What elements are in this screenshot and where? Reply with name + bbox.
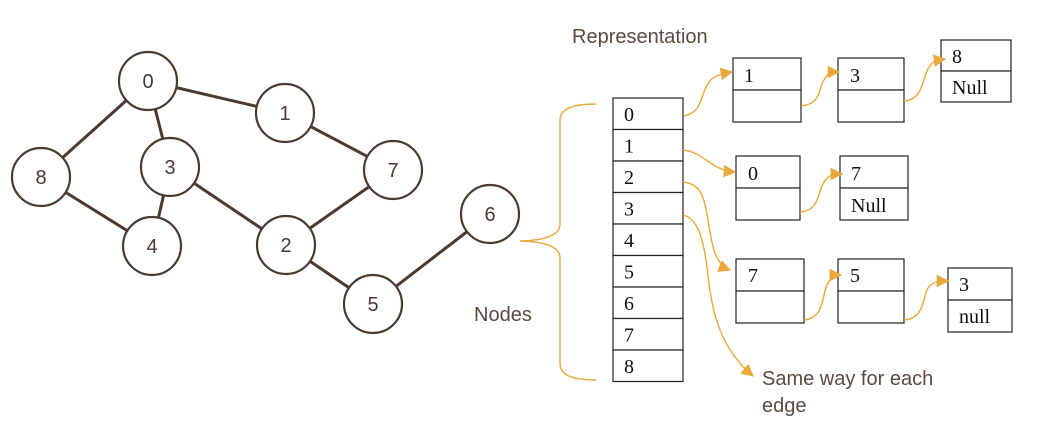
graph-node-label: 3	[164, 157, 175, 179]
list-node: 0	[735, 155, 801, 221]
pointer-arrow	[683, 67, 734, 117]
graph-node-label: 5	[367, 294, 378, 316]
array-cell: 3	[612, 191, 684, 225]
adjacency-list-row-2: 7 5 3 null	[735, 258, 1013, 333]
array-cell-label: 0	[624, 104, 634, 126]
graph-node-label: 7	[387, 160, 398, 182]
array-cell-label: 2	[624, 167, 634, 189]
graph-node-label: 6	[484, 204, 495, 226]
list-node-value: 7	[851, 163, 861, 185]
graph-node: 6	[459, 183, 521, 245]
list-node-value: 0	[748, 163, 758, 185]
pointer-arrow	[903, 274, 950, 321]
graph-node-label: 4	[146, 236, 157, 258]
graph-node: 0	[117, 50, 179, 112]
array-cell: 1	[612, 128, 684, 162]
nodes-label: Nodes	[474, 304, 532, 326]
array-cell: 7	[612, 317, 684, 351]
edge-note-line: edge	[762, 395, 807, 417]
array-cell: 4	[612, 223, 684, 257]
pointer-arrow	[800, 65, 841, 107]
array-cell-label: 7	[624, 325, 634, 347]
list-node-next: null	[959, 306, 991, 328]
graph-node-label: 0	[142, 71, 153, 93]
list-node: 1	[732, 57, 802, 123]
list-node-value: 7	[748, 265, 758, 287]
pointer-arrow	[799, 167, 844, 213]
pointer-arrow	[682, 149, 737, 178]
graph-node: 8	[10, 146, 72, 208]
array-cell: 0	[612, 97, 684, 131]
array-cell-label: 1	[624, 136, 634, 158]
array-cell: 5	[612, 254, 684, 288]
array-cell: 6	[612, 286, 684, 320]
pointer-arrow	[682, 214, 754, 377]
graph-node-label: 1	[279, 103, 290, 125]
graph-node: 7	[362, 139, 424, 201]
graph-node-label: 2	[280, 235, 291, 257]
pointer-arrows	[682, 54, 950, 377]
graph-node: 4	[121, 215, 183, 277]
array-cell-label: 5	[624, 262, 634, 284]
diagram-title: Representation	[572, 26, 708, 48]
array-cell-label: 6	[624, 293, 634, 315]
vertex-array: 0 1 2 3 4 5 6 7 8	[612, 97, 684, 383]
graph-node-label: 8	[35, 167, 46, 189]
adjacency-list-row-1: 0 7 Null	[735, 155, 909, 221]
list-node: 5	[837, 258, 905, 324]
list-node-value: 3	[850, 65, 860, 87]
nodes-brace	[519, 103, 597, 381]
list-node-next: Null	[851, 195, 887, 217]
array-cell-label: 4	[624, 230, 634, 252]
list-node-next: Null	[952, 77, 988, 99]
list-node: 3	[837, 57, 905, 123]
edge-note-line: Same way for each	[762, 368, 933, 390]
array-cell: 8	[612, 349, 684, 383]
list-node: 7	[735, 258, 805, 324]
graph-nodes: 0 1 7 8 3 6 4 2 5	[10, 50, 521, 335]
array-cell-label: 3	[624, 199, 634, 221]
list-node-value: 3	[959, 274, 969, 296]
list-node-value: 8	[952, 46, 962, 68]
list-node: 3 null	[947, 267, 1013, 333]
graph-node: 1	[254, 82, 316, 144]
list-node: 8 Null	[940, 39, 1012, 103]
list-node-value: 5	[850, 265, 860, 287]
adjacency-list-row-0: 1 3 8 Null	[732, 39, 1012, 123]
array-cell: 2	[612, 160, 684, 194]
graph-node: 3	[139, 136, 201, 198]
list-node: 7 Null	[839, 155, 909, 221]
array-cell-label: 8	[624, 356, 634, 378]
list-node-value: 1	[744, 65, 754, 87]
edge-note: Same way for each edge	[762, 368, 939, 417]
pointer-arrow	[903, 54, 947, 102]
pointer-arrow	[682, 181, 732, 272]
pointer-arrow	[803, 268, 843, 321]
graph-node: 2	[255, 214, 317, 276]
graph-node: 5	[342, 273, 404, 335]
